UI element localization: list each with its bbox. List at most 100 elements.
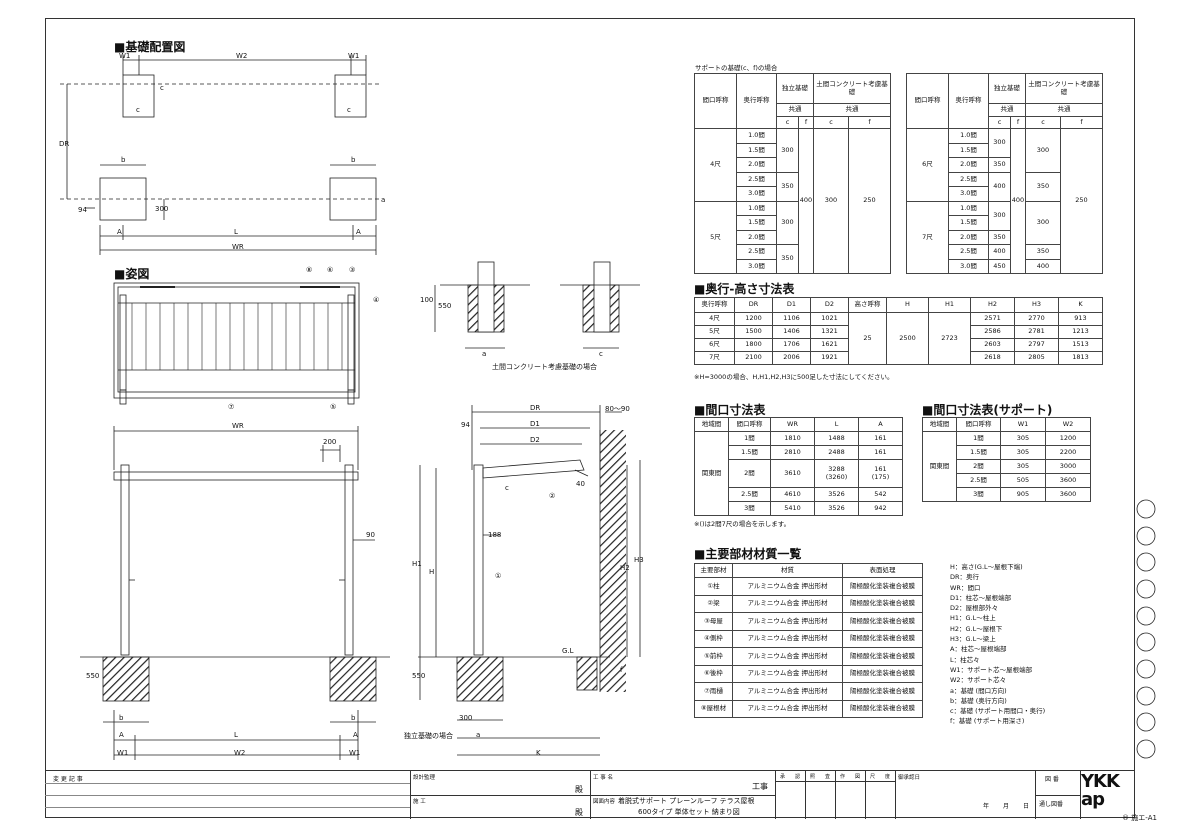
construction-label: 施 工 <box>413 799 426 805</box>
binding-holes <box>1136 499 1156 759</box>
header-cell: H2 <box>970 297 1015 313</box>
table-cell: 161 <box>858 445 903 460</box>
dim-label: A <box>119 731 124 739</box>
table-cell: 2781 <box>1014 325 1059 339</box>
header-cell: W1 <box>1000 417 1046 432</box>
header-cell: L <box>814 417 859 432</box>
legend-item: f：基礎 (サポート用深さ) <box>950 717 1025 726</box>
header-cell: f <box>1010 116 1026 129</box>
table-cell: 5尺 <box>694 325 735 339</box>
dim-label: WR <box>232 422 244 430</box>
dim-label: a <box>381 196 386 204</box>
header-cell: 主要部材 <box>694 563 733 578</box>
table-cell: 4610 <box>770 487 815 502</box>
table-cell: 陽極酸化塗装複合被膜 <box>842 664 923 683</box>
table-cell: アルミニウム合金 押出形材 <box>732 577 843 596</box>
check-label: 照 <box>809 773 815 780</box>
dim-label: c <box>599 350 603 358</box>
table-cell: 1200 <box>1045 431 1091 446</box>
dim-label: 300 <box>459 714 473 722</box>
table-cell: 3間 <box>728 501 771 516</box>
table-cell: 2.5間 <box>728 487 771 502</box>
dim-label: 94 <box>78 206 87 214</box>
dim-label: c <box>505 484 509 492</box>
project-box: 工 事 名 工事 図面内容 着脱式サポート プレーンルーフ テラス屋根 600タ… <box>590 771 776 819</box>
dim-label: W1 <box>117 749 129 757</box>
table-cell: 2770 <box>1014 312 1059 326</box>
table-cell: 2.5間 <box>948 244 989 260</box>
header-cell: 間口呼称 <box>956 417 1001 432</box>
table-cell: ⑦雨樋 <box>694 682 733 701</box>
header-cell: D1 <box>772 297 811 313</box>
dim-label: c <box>136 106 140 114</box>
header-cell: 高さ呼称 <box>848 297 887 313</box>
dimension-legend: H：高さ(G.L～屋根下端) DR：奥行 WR：間口 D1：柱芯～屋根端部 D2… <box>950 562 1045 727</box>
callout-1: ① <box>495 572 502 580</box>
table-cell: 942 <box>858 501 903 516</box>
table-cell: 2.0間 <box>736 229 777 245</box>
table-cell: 300 <box>776 128 799 173</box>
dim-label: A <box>353 731 358 739</box>
side-elevation-drawing <box>418 405 641 756</box>
callout-5: ⑤ <box>330 403 337 411</box>
header-cell: W2 <box>1045 417 1091 432</box>
dim-label: W2 <box>236 52 248 60</box>
table-cell: 1.0間 <box>948 128 989 144</box>
dim-label: 100 <box>420 296 434 304</box>
page-number-label: 通し図番 <box>1039 801 1064 808</box>
callout-4: ④ <box>373 296 380 304</box>
table-cell: ①柱 <box>694 577 733 596</box>
drawing-number-label: 図 番 <box>1045 776 1059 783</box>
dim-label: A <box>117 228 122 236</box>
callout-3: ③ <box>349 266 356 274</box>
header-cell: 共通 <box>813 103 891 117</box>
table-cell: 3.0間 <box>736 258 777 274</box>
materials-heading: ■主要部材材質一覧 <box>694 547 802 561</box>
dim-label: K <box>536 749 541 757</box>
legend-item: D2：屋根部外々 <box>950 604 999 613</box>
header-cell: A <box>858 417 903 432</box>
header-cell: c <box>776 116 799 129</box>
legend-item: WR：間口 <box>950 583 981 592</box>
table-cell: 6尺 <box>906 128 949 202</box>
span-table-note: ※()は2間7尺の場合を示します。 <box>694 520 791 528</box>
table-cell: ⑤前枠 <box>694 647 733 666</box>
table-cell: 1500 <box>734 325 773 339</box>
table-cell: 1.5間 <box>728 445 771 460</box>
support-foundation-table-left: 間口呼称 奥行呼称 独立基礎 土間コンクリート考慮基礎 共通 共通 c f c … <box>694 73 891 274</box>
dim-label: a <box>476 731 481 739</box>
dim-label: 550 <box>438 302 452 310</box>
independent-note: 独立基礎の場合 <box>404 732 453 740</box>
dim-label: W1 <box>348 52 360 60</box>
table-cell: 1.0間 <box>736 128 777 144</box>
header-cell: 独立基礎 <box>988 73 1026 104</box>
table-cell: 2618 <box>970 351 1015 365</box>
concrete-note: 土間コンクリート考慮基礎の場合 <box>492 363 597 371</box>
dim-label: A <box>356 228 361 236</box>
legend-item: W2：サポート芯々 <box>950 676 1007 685</box>
order-date-label: 御承認日 <box>898 775 921 781</box>
table-cell: 1間 <box>956 431 1001 446</box>
table-cell: 3.0間 <box>948 186 989 202</box>
table-cell: 2間 <box>956 459 1001 474</box>
table-cell: 2.5間 <box>736 171 777 187</box>
header-cell: H3 <box>1014 297 1059 313</box>
dim-label: L <box>234 228 238 236</box>
table-cell: 2500 <box>886 312 929 365</box>
table-cell: 913 <box>1058 312 1103 326</box>
table-cell: 陽極酸化塗装複合被膜 <box>842 577 923 596</box>
table-cell: 陽極酸化塗装複合被膜 <box>842 594 923 613</box>
table-cell: 1813 <box>1058 351 1103 365</box>
legend-item: b：基礎 (奥行方向) <box>950 696 1007 705</box>
title-block: 変 更 記 事 設計監理 殿 施 工 殿 工 事 名 工事 図面内容 着脱式サポ… <box>45 770 1135 819</box>
table-cell: 1800 <box>734 338 773 352</box>
check-label: 承 <box>779 773 785 780</box>
table-cell: 400 <box>798 128 814 274</box>
table-cell: ⑧屋根材 <box>694 699 733 718</box>
dim-label: W1 <box>119 52 131 60</box>
depth-table-note: ※H=3000の場合、H,H1,H2,H3に500足した寸法にしてください。 <box>694 373 894 381</box>
depth-height-table: 奥行呼称 DR D1 D2 高さ呼称 H H1 H2 H3 K 4尺 1200 … <box>694 297 1103 365</box>
project-name-label: 工 事 名 <box>593 775 613 781</box>
drawing-number-box: 図 番 通し図番 <box>1035 771 1081 819</box>
